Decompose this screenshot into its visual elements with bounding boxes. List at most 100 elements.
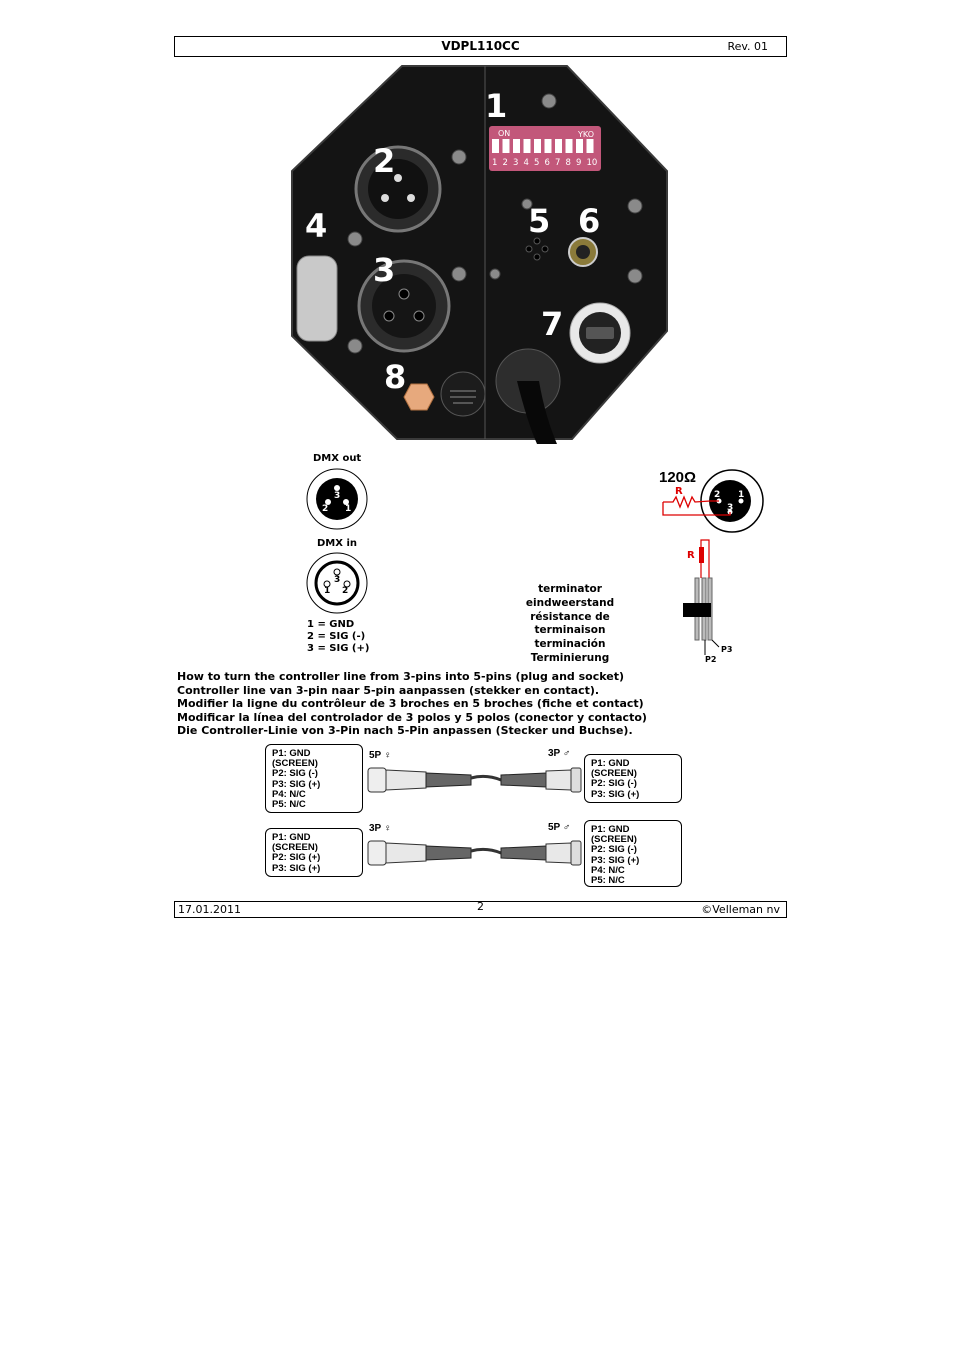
dip-key bbox=[555, 139, 562, 153]
adapter-bottom-right-tag: 5P ♂ bbox=[548, 822, 571, 833]
instruction-en: How to turn the controller line from 3-p… bbox=[177, 670, 625, 683]
ground-bolt bbox=[403, 383, 435, 411]
adapter-top-right-pins: P1: GND (SCREEN) P2: SIG (-) P3: SIG (+) bbox=[584, 754, 682, 803]
dip-key bbox=[492, 139, 499, 153]
pin-line: P2: SIG (+) bbox=[272, 852, 321, 864]
instruction-es: Modificar la línea del controlador de 3 … bbox=[177, 710, 647, 724]
p2-label: P2 bbox=[705, 655, 716, 664]
in-pin-2: 2 bbox=[342, 586, 348, 596]
r-label-2: R bbox=[687, 550, 695, 561]
adapter-bottom-left-tag: 3P ♀ bbox=[369, 823, 392, 834]
dip-key bbox=[534, 139, 541, 153]
callout-6: 6 bbox=[578, 202, 600, 240]
pin-line: P2: SIG (-) bbox=[272, 768, 318, 780]
legend-gnd: 1 = GND bbox=[307, 619, 355, 630]
dip-number: 5 bbox=[534, 158, 539, 168]
callout-3: 3 bbox=[373, 251, 395, 289]
legend-sig-minus: 2 = SIG (-) bbox=[307, 631, 366, 642]
adapter-bottom-right-pins: P1: GND (SCREEN) P2: SIG (-) P3: SIG (+)… bbox=[584, 820, 682, 887]
dip-number: 8 bbox=[566, 158, 571, 168]
legend-sig-plus: 3 = SIG (+) bbox=[307, 643, 370, 654]
callout-7: 7 bbox=[541, 305, 563, 343]
p3-label: P3 bbox=[721, 645, 732, 654]
terminator-line-fr-1: résistance de bbox=[530, 610, 610, 623]
callout-4: 4 bbox=[305, 207, 327, 245]
out-pin-3: 3 bbox=[334, 491, 340, 501]
pin-line: P3: SIG (+) bbox=[272, 778, 321, 790]
r-label: R bbox=[675, 486, 683, 497]
adapter-top-cable bbox=[367, 767, 582, 793]
pin-legend: 1 = GND 2 = SIG (-) 3 = SIG (+) bbox=[307, 619, 369, 655]
terminator-line-de: Terminierung bbox=[530, 651, 610, 664]
page-footer: 17.01.2011 2 ©Velleman nv bbox=[174, 900, 787, 918]
pin-line: P5: N/C bbox=[591, 875, 625, 887]
terminator-line-fr-2: terminaison bbox=[534, 624, 606, 637]
adapter-top-left-tag: 5P ♀ bbox=[369, 750, 392, 761]
pin-line: P5: N/C bbox=[272, 799, 306, 811]
pin-line: P1: GND (SCREEN) bbox=[591, 758, 637, 780]
conversion-instructions: How to turn the controller line from 3-p… bbox=[177, 670, 647, 738]
pin-line: P3: SIG (+) bbox=[272, 862, 321, 874]
dip-key bbox=[513, 139, 520, 153]
pin-line: P2: SIG (-) bbox=[591, 844, 637, 856]
pin-line: P3: SIG (+) bbox=[591, 788, 640, 800]
dmx-in-label: DMX in bbox=[317, 538, 357, 549]
dip-number: 7 bbox=[555, 158, 560, 168]
dmx-out-label: DMX out bbox=[313, 453, 362, 464]
dip-key bbox=[576, 139, 583, 153]
resistance-value: 120Ω bbox=[659, 469, 696, 486]
dip-key bbox=[565, 139, 573, 153]
dmx-out-diagram: 3 2 1 bbox=[306, 468, 368, 530]
callout-1: 1 bbox=[485, 87, 507, 125]
dip-number: 10 bbox=[587, 158, 598, 168]
adapter-top-right-tag: 3P ♂ bbox=[548, 748, 571, 759]
terminator-diagram: 120Ω R 2 1 3 R P3 P2 bbox=[659, 469, 764, 664]
pin-line: P1: GND (SCREEN) bbox=[591, 824, 637, 846]
terminator-caption: terminator eindweerstand résistance de t… bbox=[505, 583, 635, 666]
dip-number: 2 bbox=[503, 158, 508, 168]
terminator-line-nl: eindweerstand bbox=[525, 596, 615, 609]
dip-key bbox=[544, 139, 552, 153]
pin-line: P1: GND (SCREEN) bbox=[272, 832, 318, 854]
out-pin-1: 1 bbox=[345, 504, 351, 514]
callout-5: 5 bbox=[528, 202, 550, 240]
dip-number: 6 bbox=[545, 158, 550, 168]
pin-line: P2: SIG (-) bbox=[591, 778, 637, 790]
pin-line: P4: N/C bbox=[272, 788, 306, 800]
dmx-in-diagram: 3 1 2 bbox=[306, 552, 368, 614]
adapter-bottom-cable bbox=[367, 840, 582, 866]
dip-number: 1 bbox=[492, 158, 497, 168]
dip-number: 9 bbox=[576, 158, 581, 168]
pin-line: P3: SIG (+) bbox=[591, 854, 640, 866]
dip-number: 4 bbox=[524, 158, 529, 168]
bracket-knob bbox=[296, 255, 338, 342]
term-pin-3: 3 bbox=[727, 503, 733, 513]
in-pin-1: 1 bbox=[324, 586, 330, 596]
model-name: VDPL110CC bbox=[441, 39, 520, 53]
dip-brand: YKO bbox=[577, 130, 594, 139]
dip-key bbox=[523, 139, 531, 153]
terminator-line-en: terminator bbox=[538, 583, 602, 595]
adapter-bottom-left-pins: P1: GND (SCREEN) P2: SIG (+) P3: SIG (+) bbox=[265, 828, 363, 877]
callout-8: 8 bbox=[384, 358, 406, 396]
term-pin-2: 2 bbox=[714, 490, 720, 500]
in-pin-3: 3 bbox=[334, 575, 340, 585]
callout-2: 2 bbox=[373, 142, 395, 180]
page-header: VDPL110CC Rev. 01 bbox=[174, 36, 787, 57]
pin-line: P1: GND (SCREEN) bbox=[272, 748, 318, 770]
dip-key bbox=[586, 139, 594, 153]
adapter-top-left-pins: P1: GND (SCREEN) P2: SIG (-) P3: SIG (+)… bbox=[265, 744, 363, 813]
out-pin-2: 2 bbox=[322, 504, 328, 514]
footer-date: 17.01.2011 bbox=[178, 903, 241, 916]
page-number: 2 bbox=[477, 900, 484, 913]
instruction-de: Die Controller-Linie von 3-Pin nach 5-Pi… bbox=[177, 724, 633, 738]
vent bbox=[440, 371, 486, 417]
dip-number: 3 bbox=[513, 158, 518, 168]
term-pin-1: 1 bbox=[738, 490, 744, 500]
instruction-nl: Controller line van 3-pin naar 5-pin aan… bbox=[177, 683, 600, 697]
instruction-fr: Modifier la ligne du contrôleur de 3 bro… bbox=[177, 697, 644, 711]
pin-line: P4: N/C bbox=[591, 864, 625, 876]
copyright: ©Velleman nv bbox=[701, 903, 780, 916]
dip-on-label: ON bbox=[498, 129, 510, 138]
